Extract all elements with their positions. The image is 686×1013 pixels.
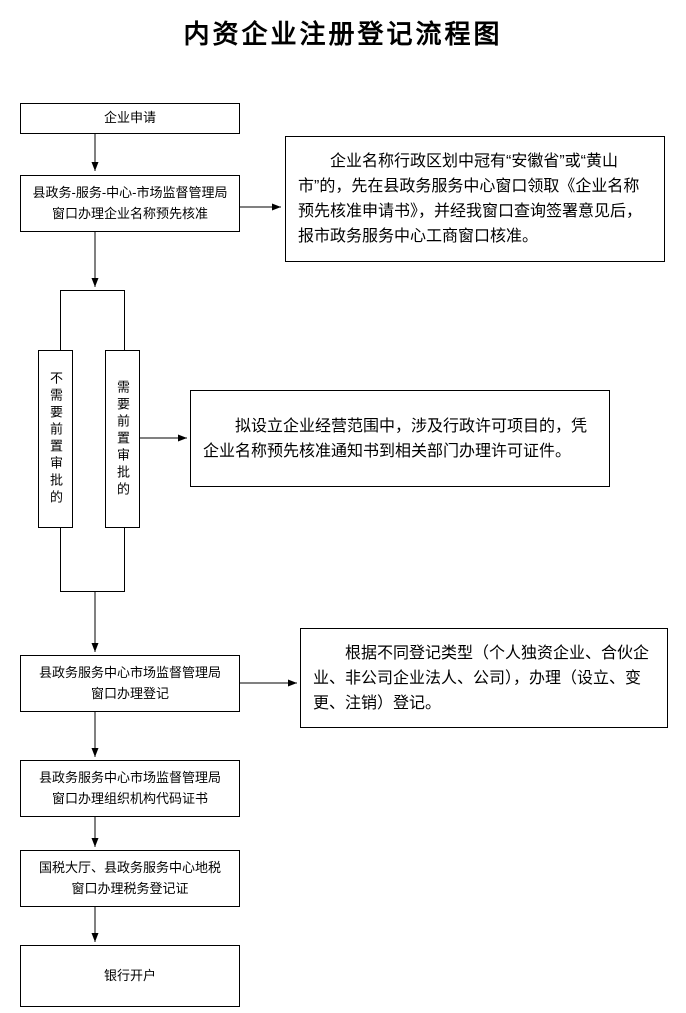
note-name-approval-rule: 企业名称行政区划中冠有“安徽省”或“黄山市”的，先在县政务服务中心窗口领取《企业…: [285, 136, 665, 262]
node-label-line2: 窗口办理登记: [90, 685, 169, 701]
note-text: 根据不同登记类型（个人独资企业、合伙企业、非公司企业法人、公司），办理（设立、变…: [313, 644, 650, 712]
node-label: 企业申请: [103, 110, 156, 126]
node-label-line2: 窗口办理税务登记证: [71, 880, 189, 896]
node-label: 不需要前置审批的: [48, 371, 63, 507]
node-label-line2: 窗口办理企业名称预先核准: [51, 205, 208, 221]
node-label-line1: 县政务服务中心市场监督管理局: [38, 664, 221, 680]
note-text: 拟设立企业经营范围中，涉及行政许可项目的，凭企业名称预先核准通知书到相关部门办理…: [203, 417, 588, 460]
page-title: 内资企业注册登记流程图: [183, 19, 503, 49]
node-label-line1: 县政务-服务-中心-市场监督管理局: [32, 184, 228, 200]
note-registration-types: 根据不同登记类型（个人独资企业、合伙企业、非公司企业法人、公司），办理（设立、变…: [300, 628, 668, 728]
node-label: 国税大厅、县政务服务中心地税 窗口办理税务登记证: [39, 858, 221, 900]
note-license-rule: 拟设立企业经营范围中，涉及行政许可项目的，凭企业名称预先核准通知书到相关部门办理…: [190, 390, 610, 487]
node-label-line1: 国税大厅、县政务服务中心地税: [38, 859, 221, 875]
note-text: 企业名称行政区划中冠有“安徽省”或“黄山市”的，先在县政务服务中心窗口领取《企业…: [298, 153, 643, 245]
node-label-line2: 窗口办理组织机构代码证书: [51, 790, 208, 806]
node-enterprise-application: 企业申请: [20, 103, 240, 134]
node-prior-approval: 需要前置审批的: [105, 350, 140, 528]
node-label: 县政务服务中心市场监督管理局 窗口办理组织机构代码证书: [39, 768, 221, 810]
node-no-prior-approval: 不需要前置审批的: [38, 350, 73, 528]
node-tax-registration: 国税大厅、县政务服务中心地税 窗口办理税务登记证: [20, 850, 240, 907]
node-label: 需要前置审批的: [115, 379, 130, 499]
node-label-line1: 县政务服务中心市场监督管理局: [38, 769, 221, 785]
node-label: 县政务-服务-中心-市场监督管理局 窗口办理企业名称预先核准: [33, 183, 228, 225]
node-registration: 县政务服务中心市场监督管理局 窗口办理登记: [20, 655, 240, 712]
node-label: 银行开户: [103, 967, 156, 983]
node-name-preapproval: 县政务-服务-中心-市场监督管理局 窗口办理企业名称预先核准: [20, 175, 240, 232]
node-bank-account: 银行开户: [20, 945, 240, 1007]
node-org-code-certificate: 县政务服务中心市场监督管理局 窗口办理组织机构代码证书: [20, 760, 240, 817]
node-label: 县政务服务中心市场监督管理局 窗口办理登记: [39, 663, 221, 705]
